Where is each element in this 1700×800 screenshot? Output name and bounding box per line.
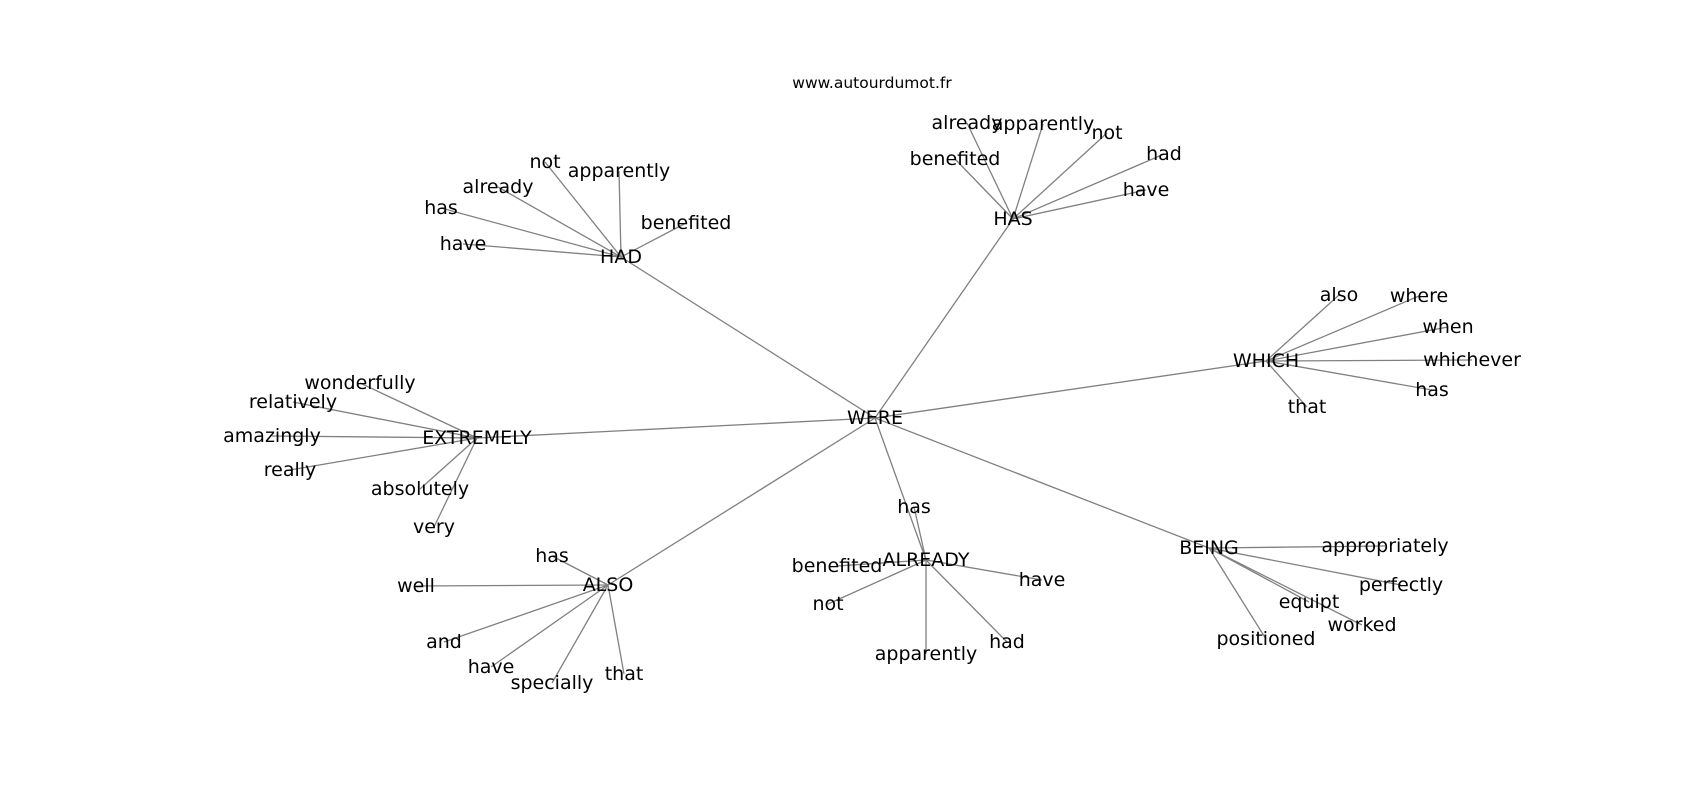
leaf-node-which-whichever[interactable]: whichever xyxy=(1423,349,1521,371)
hub-node-had[interactable]: HAD xyxy=(600,246,642,268)
edge-center-being xyxy=(874,417,1210,549)
leaf-node-has-had[interactable]: had xyxy=(1146,143,1182,165)
leaf-node-already-have[interactable]: have xyxy=(1019,569,1066,591)
edge-has-benefited xyxy=(954,158,1014,220)
leaf-node-which-when[interactable]: when xyxy=(1422,316,1473,338)
edge-which-whichever xyxy=(1265,359,1473,362)
edge-also-specially xyxy=(551,584,609,684)
leaf-node-also-and[interactable]: and xyxy=(426,631,462,653)
leaf-node-has-have[interactable]: have xyxy=(1123,179,1170,201)
source-label: www.autourdumot.fr xyxy=(792,74,952,92)
leaf-node-has-already[interactable]: already xyxy=(932,112,1003,134)
edge-center-has xyxy=(874,218,1014,419)
edge-also-have xyxy=(490,584,609,668)
edge-also-and xyxy=(443,584,609,643)
leaf-node-also-has[interactable]: has xyxy=(535,545,569,567)
hub-node-has[interactable]: HAS xyxy=(993,208,1032,230)
hub-node-being[interactable]: BEING xyxy=(1179,537,1239,559)
leaf-node-has-apparently[interactable]: apparently xyxy=(992,113,1095,135)
hub-node-also[interactable]: ALSO xyxy=(583,574,634,596)
edge-extremely-amazingly xyxy=(271,435,478,439)
leaf-node-had-apparently[interactable]: apparently xyxy=(568,160,671,182)
leaf-node-which-has[interactable]: has xyxy=(1415,379,1449,401)
edge-had-not xyxy=(544,161,622,258)
leaf-node-extremely-amazingly[interactable]: amazingly xyxy=(223,425,321,447)
leaf-node-extremely-really[interactable]: really xyxy=(264,459,317,481)
edge-had-have xyxy=(462,243,622,258)
edge-which-that xyxy=(1265,360,1308,408)
leaf-node-also-have[interactable]: have xyxy=(468,656,515,678)
leaf-node-being-positioned[interactable]: positioned xyxy=(1216,628,1315,650)
leaf-node-being-appropriately[interactable]: appropriately xyxy=(1321,535,1448,557)
leaf-node-being-perfectly[interactable]: perfectly xyxy=(1359,574,1443,596)
graph-edges xyxy=(271,122,1473,684)
edge-center-had xyxy=(620,256,876,419)
edge-also-well xyxy=(415,584,609,587)
leaf-node-had-not[interactable]: not xyxy=(529,151,560,173)
edge-center-already xyxy=(874,417,927,561)
edge-extremely-very xyxy=(433,437,478,528)
leaf-node-also-specially[interactable]: specially xyxy=(511,672,594,694)
leaf-node-being-equipt[interactable]: equipt xyxy=(1279,591,1340,613)
edge-already-benefited xyxy=(836,559,927,567)
edge-extremely-relatively xyxy=(292,401,478,439)
leaf-node-has-benefited[interactable]: benefited xyxy=(910,148,1001,170)
edge-being-appropriately xyxy=(1208,545,1386,549)
edge-has-had xyxy=(1012,153,1165,220)
edge-had-has xyxy=(440,207,622,258)
leaf-node-had-have[interactable]: have xyxy=(440,233,487,255)
edge-center-which xyxy=(874,360,1267,419)
edge-has-have xyxy=(1012,189,1147,220)
edge-also-that xyxy=(607,584,625,675)
leaf-node-extremely-wonderfully[interactable]: wonderfully xyxy=(304,372,415,394)
edge-had-already xyxy=(497,186,622,258)
leaf-node-has-not[interactable]: not xyxy=(1091,122,1122,144)
leaf-node-extremely-relatively[interactable]: relatively xyxy=(249,391,337,413)
edge-has-not xyxy=(1012,132,1108,220)
edge-already-not xyxy=(827,559,927,605)
edge-extremely-wonderfully xyxy=(359,382,478,439)
edge-center-also xyxy=(607,417,876,586)
edge-which-has xyxy=(1265,360,1433,391)
edge-extremely-really xyxy=(289,437,478,471)
hub-node-already[interactable]: ALREADY xyxy=(883,549,970,571)
leaf-node-also-that[interactable]: that xyxy=(605,663,644,685)
leaf-node-which-that[interactable]: that xyxy=(1288,396,1327,418)
edge-center-extremely xyxy=(476,417,876,439)
edge-which-also xyxy=(1265,294,1340,362)
edge-had-apparently xyxy=(618,170,622,258)
leaf-node-already-apparently[interactable]: apparently xyxy=(875,643,978,665)
leaf-node-which-where[interactable]: where xyxy=(1390,285,1448,307)
leaf-node-which-also[interactable]: also xyxy=(1320,284,1358,306)
leaf-node-extremely-very[interactable]: very xyxy=(413,516,455,538)
leaf-node-already-has[interactable]: has xyxy=(897,496,931,518)
edge-which-when xyxy=(1265,326,1449,362)
edge-also-has xyxy=(551,555,609,586)
edge-had-benefited xyxy=(620,222,687,258)
leaf-node-also-well[interactable]: well xyxy=(397,575,435,597)
leaf-node-already-not[interactable]: not xyxy=(812,593,843,615)
edge-has-apparently xyxy=(1012,123,1044,220)
edge-already-has xyxy=(913,506,927,561)
leaf-node-had-already[interactable]: already xyxy=(463,176,534,198)
center-node[interactable]: WERE xyxy=(847,407,903,429)
edge-already-had xyxy=(925,559,1008,643)
edge-being-worked xyxy=(1208,547,1363,626)
edge-already-have xyxy=(925,559,1043,581)
leaf-node-had-has[interactable]: has xyxy=(424,197,458,219)
leaf-node-had-benefited[interactable]: benefited xyxy=(641,212,732,234)
leaf-node-already-had[interactable]: had xyxy=(989,631,1025,653)
edge-extremely-absolutely xyxy=(419,437,478,490)
hub-node-which[interactable]: WHICH xyxy=(1233,350,1299,372)
leaf-node-extremely-absolutely[interactable]: absolutely xyxy=(371,478,469,500)
edge-being-positioned xyxy=(1208,547,1267,640)
hub-node-extremely[interactable]: EXTREMELY xyxy=(422,427,532,449)
edge-being-perfectly xyxy=(1208,547,1402,586)
leaf-node-already-benefited[interactable]: benefited xyxy=(792,555,883,577)
leaf-node-being-worked[interactable]: worked xyxy=(1327,614,1396,636)
edge-has-already xyxy=(966,122,1014,220)
edge-which-where xyxy=(1265,295,1420,362)
